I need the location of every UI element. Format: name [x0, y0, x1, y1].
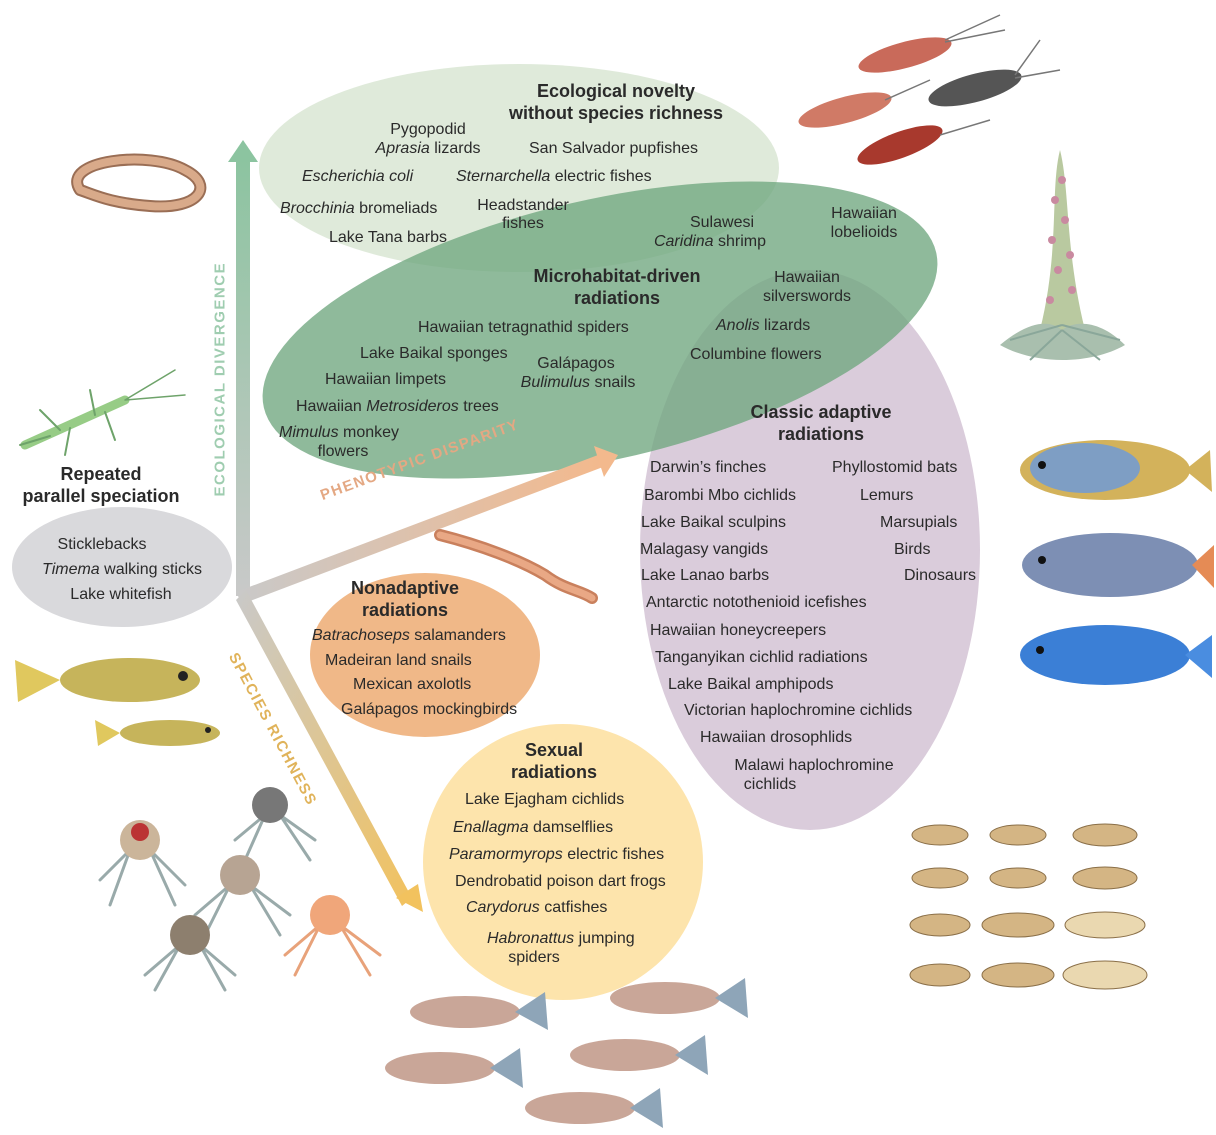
classic-title-line1: Classic adaptive — [750, 402, 892, 422]
batrachoseps-label: Batrachoseps salamanders — [312, 627, 506, 644]
sexual-title-line1: Sexual — [524, 740, 584, 760]
sticklebacks-label: Sticklebacks — [57, 536, 147, 553]
shrimp-illustration — [798, 14, 1061, 165]
electric-fishes-illustration — [385, 978, 748, 1128]
aprasia-label: Aprasia lizards — [375, 140, 481, 157]
microhabitat-title-line2: radiations — [573, 288, 661, 308]
classic-item: Antarctic notothenioid icefishes — [646, 594, 867, 611]
mockingbirds-label: Galápagos mockingbirds — [341, 701, 518, 718]
lobelioids-label-line1: Hawaiian — [831, 205, 897, 222]
san-salvador-label: San Salvador pupfishes — [529, 140, 698, 157]
brocchinia-label: Brocchinia bromeliads — [280, 200, 438, 217]
silverswords-label-line2: silverswords — [762, 288, 852, 305]
microhabitat-title-line1: Microhabitat-driven — [533, 266, 701, 286]
classic-title-line2: radiations — [777, 424, 865, 444]
hawaiian-limpets-label: Hawaiian limpets — [325, 371, 446, 388]
novelty-title-line1: Ecological novelty — [536, 81, 696, 101]
classic-item: Hawaiian honeycreepers — [650, 622, 827, 639]
walking-stick-illustration — [19, 369, 186, 456]
galapagos-label-line1: Galápagos — [537, 355, 615, 372]
silverswords-label-line1: Hawaiian — [774, 269, 840, 286]
classic-item-left: Lake Baikal sculpins — [641, 514, 786, 531]
metrosideros-label: Hawaiian Metrosideros trees — [296, 398, 499, 415]
cichlid-fishes-illustration — [1020, 440, 1214, 685]
classic-item-left: Malagasy vangids — [640, 541, 769, 558]
microhabitat-region — [262, 181, 938, 479]
phenotypic-disparity-arrow — [236, 446, 618, 604]
ecological-divergence-arrow — [228, 140, 258, 596]
lake-tana-label: Lake Tana barbs — [329, 229, 448, 246]
enallagma-label: Enallagma damselflies — [453, 819, 614, 836]
pygopodid-label-line1: Pygopodid — [390, 121, 466, 138]
classic-item: Lake Baikal amphipods — [668, 676, 834, 693]
classic-item-left: Lake Lanao barbs — [641, 567, 770, 584]
classic-item-left: Barombi Mbo cichlids — [644, 487, 797, 504]
bulimulus-label: Bulimulus snails — [520, 374, 636, 391]
nonadaptive-title-line2: radiations — [361, 600, 449, 620]
lake-whitefish-label: Lake whitefish — [70, 586, 172, 603]
classic-item-left: Darwin’s finches — [650, 459, 767, 476]
stickleback-fish-illustration — [15, 658, 220, 746]
parallel-title-line1: Repeated — [60, 464, 142, 484]
ejagham-label: Lake Ejagham cichlids — [465, 791, 625, 808]
salamander-illustration — [434, 529, 598, 604]
classic-item-right: Birds — [894, 541, 931, 558]
carydorus-label: Carydorus catfishes — [466, 899, 608, 916]
ecoli-label: Escherichia coli — [302, 168, 414, 185]
classic-item: Hawaiian drosophlids — [700, 729, 853, 746]
caridina-label: Caridina shrimp — [653, 233, 767, 250]
legless-lizard-illustration — [71, 153, 207, 213]
timema-label: Timema walking sticks — [42, 561, 202, 578]
classic-item: Tanganyikan cichlid radiations — [655, 649, 868, 666]
habronattus-label: Habronattus jumping — [487, 930, 635, 947]
classic-item-right: Lemurs — [860, 487, 914, 504]
habronattus-label-line2: spiders — [508, 949, 560, 966]
sulawesi-label-line1: Sulawesi — [689, 214, 755, 231]
anolis-label: Anolis lizards — [716, 317, 811, 334]
classic-item: cichlids — [743, 776, 797, 793]
mimulus-label: Mimulus monkey — [279, 424, 400, 441]
jumping-spiders-illustration — [98, 787, 382, 992]
insect-wings-illustration — [909, 823, 1148, 990]
columbine-label: Columbine flowers — [690, 346, 822, 363]
axolotls-label: Mexican axolotls — [353, 676, 472, 693]
paramormyrops-label: Paramormyrops electric fishes — [449, 846, 665, 863]
mimulus-label-line2: flowers — [317, 443, 369, 460]
ecological-divergence-label: ECOLOGICAL DIVERGENCE — [211, 261, 229, 497]
novelty-title-line2: without species richness — [508, 103, 724, 123]
classic-item-right: Dinosaurs — [904, 567, 977, 584]
madeiran-snails-label: Madeiran land snails — [325, 652, 472, 669]
species-richness-arrow — [236, 590, 423, 912]
dendrobatid-label: Dendrobatid poison dart frogs — [455, 873, 666, 890]
tetragnathid-spiders-label: Hawaiian tetragnathid spiders — [418, 319, 629, 336]
parallel-title-line2: parallel speciation — [22, 486, 180, 506]
classic-item-right: Marsupials — [880, 514, 958, 531]
baikal-sponges-label: Lake Baikal sponges — [360, 345, 508, 362]
headstander-label-line2: fishes — [502, 215, 544, 232]
classic-item: Victorian haplochromine cichlids — [684, 702, 913, 719]
sternarchella-label: Sternarchella electric fishes — [456, 168, 652, 185]
classic-item-right: Phyllostomid bats — [832, 459, 958, 476]
headstander-label-line1: Headstander — [477, 197, 569, 214]
nonadaptive-region — [310, 573, 540, 737]
sexual-title-line2: radiations — [510, 762, 598, 782]
lobelioids-label-line2: lobelioids — [830, 224, 898, 241]
classic-item: Malawi haplochromine — [734, 757, 894, 774]
sexual-region — [423, 724, 703, 1000]
silversword-plant-illustration — [1000, 150, 1125, 361]
nonadaptive-title-line1: Nonadaptive — [350, 578, 460, 598]
parallel-region — [12, 507, 232, 627]
